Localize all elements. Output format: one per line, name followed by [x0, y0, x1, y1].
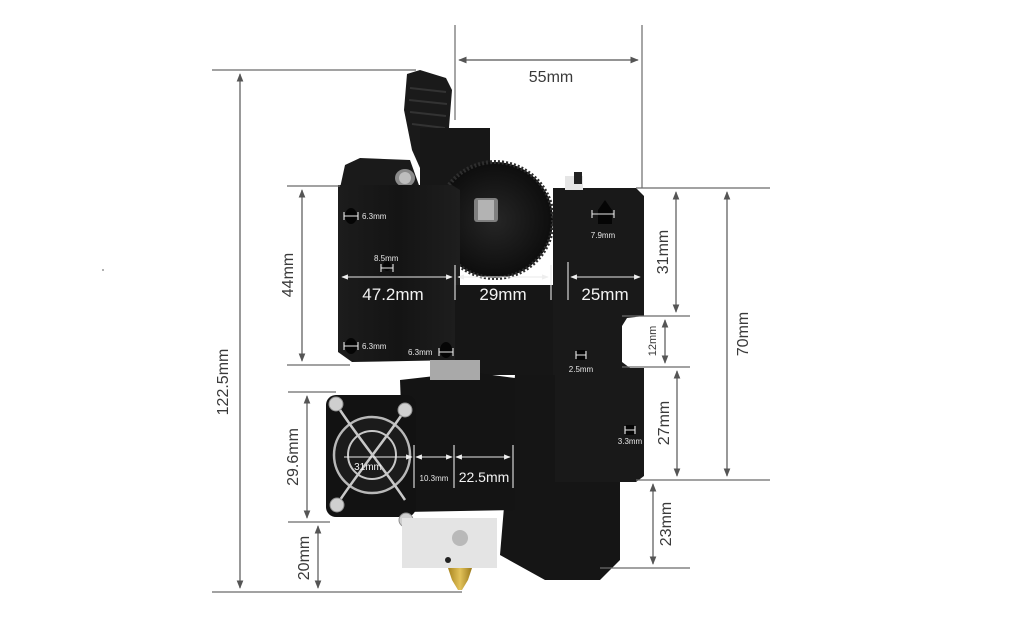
label-bracket-slot: 12mm [647, 326, 659, 357]
label-hotend-width: 22.5mm [459, 469, 510, 485]
extruder-object [326, 70, 644, 590]
heat-break [430, 360, 480, 380]
lower-body [500, 375, 620, 580]
label-fan-width: 31mm [354, 462, 382, 473]
label-hotend-gap: 10.3mm [420, 474, 449, 483]
fan-screw [329, 497, 345, 513]
nozzle [448, 568, 472, 590]
dimension-labels: 122.5mm 55mm 44mm 29.6mm 20mm 31mm 12mm … [215, 69, 752, 580]
label-nozzle-height: 20mm [296, 536, 313, 580]
dimension-lines [236, 56, 731, 589]
fan-screw [397, 402, 413, 418]
label-bracket-upper: 31mm [655, 230, 672, 274]
stray-dot [102, 269, 104, 271]
label-fan-height: 29.6mm [285, 428, 302, 486]
label-hole-bracket-top: 7.9mm [591, 231, 616, 240]
label-hole-bottom-left: 6.3mm [362, 342, 387, 351]
mount-bracket [553, 188, 644, 482]
label-bracket-lower: 27mm [656, 401, 673, 445]
label-hole-bracket-mid: 2.5mm [569, 365, 594, 374]
hotend-heatsink [400, 372, 515, 512]
label-bracket-width: 25mm [581, 285, 628, 304]
inner-dimension-lines [341, 210, 641, 488]
label-overall-width: 55mm [529, 69, 573, 86]
fan-screw [328, 396, 344, 412]
label-hole-top-left: 6.3mm [362, 212, 387, 221]
extension-lines [212, 25, 770, 593]
extruder-plate [338, 185, 460, 362]
label-overall-height: 122.5mm [215, 349, 232, 416]
label-bracket-total: 70mm [735, 312, 752, 356]
label-hole-bracket-low: 3.3mm [618, 437, 643, 446]
label-hole-bottom-right: 6.3mm [408, 348, 433, 357]
label-extruder-width: 47.2mm [362, 285, 423, 304]
label-extruder-height: 44mm [280, 253, 297, 297]
label-bracket-bottom: 23mm [658, 502, 675, 546]
label-gear-width: 29mm [479, 285, 526, 304]
label-hole-center: 8.5mm [374, 254, 399, 263]
